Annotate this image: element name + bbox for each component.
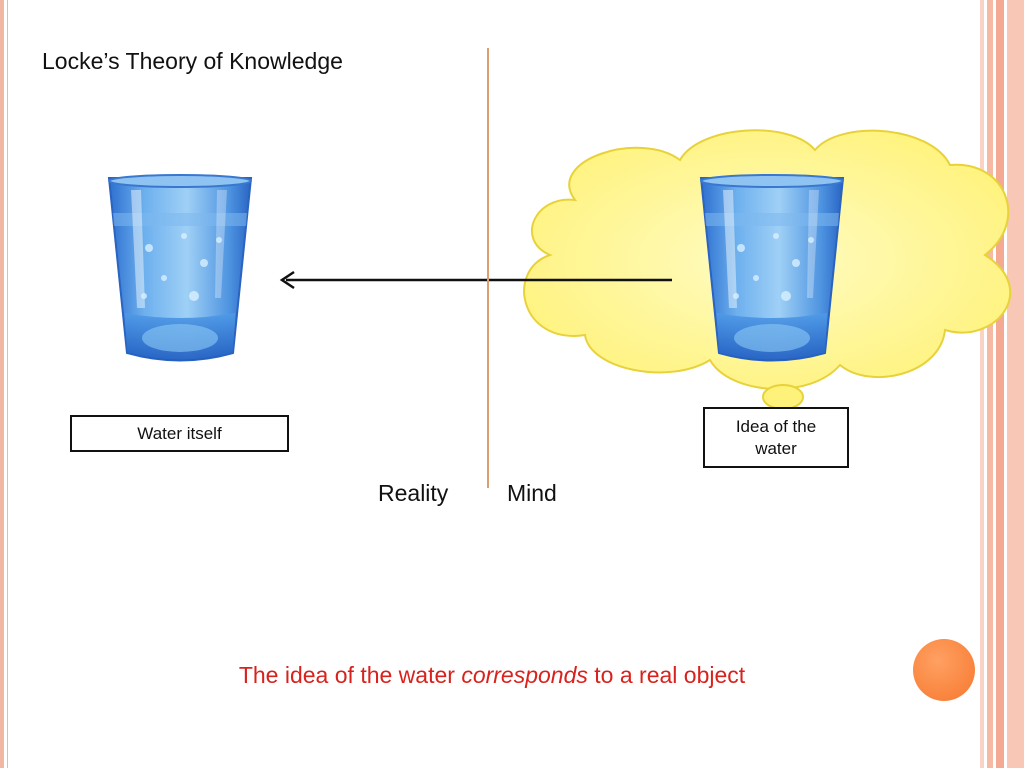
water-itself-label-box: Water itself	[70, 415, 289, 452]
slide-caption: The idea of the water corresponds to a r…	[0, 662, 984, 689]
correspondence-arrow	[279, 270, 672, 290]
idea-of-water-label-box: Idea of the water	[703, 407, 849, 468]
reality-label: Reality	[378, 480, 449, 506]
caption-text-after: to a real object	[587, 662, 746, 688]
idea-of-water-label: Idea of the water	[735, 416, 817, 458]
slide-right-stripes	[980, 0, 1024, 768]
water-glass-idea-icon	[700, 174, 844, 362]
slide-left-border-line	[7, 0, 8, 768]
slide-title: Locke’s Theory of Knowledge	[42, 48, 343, 74]
decorative-orange-circle	[913, 639, 975, 701]
caption-text-before: The idea of the water	[238, 662, 462, 688]
water-itself-label: Water itself	[137, 423, 222, 443]
water-glass-icon	[108, 174, 252, 362]
reality-mind-divider	[487, 48, 489, 488]
slide-left-border	[0, 0, 4, 768]
caption-emphasis: corresponds	[461, 662, 588, 688]
mind-label: Mind	[507, 480, 557, 506]
